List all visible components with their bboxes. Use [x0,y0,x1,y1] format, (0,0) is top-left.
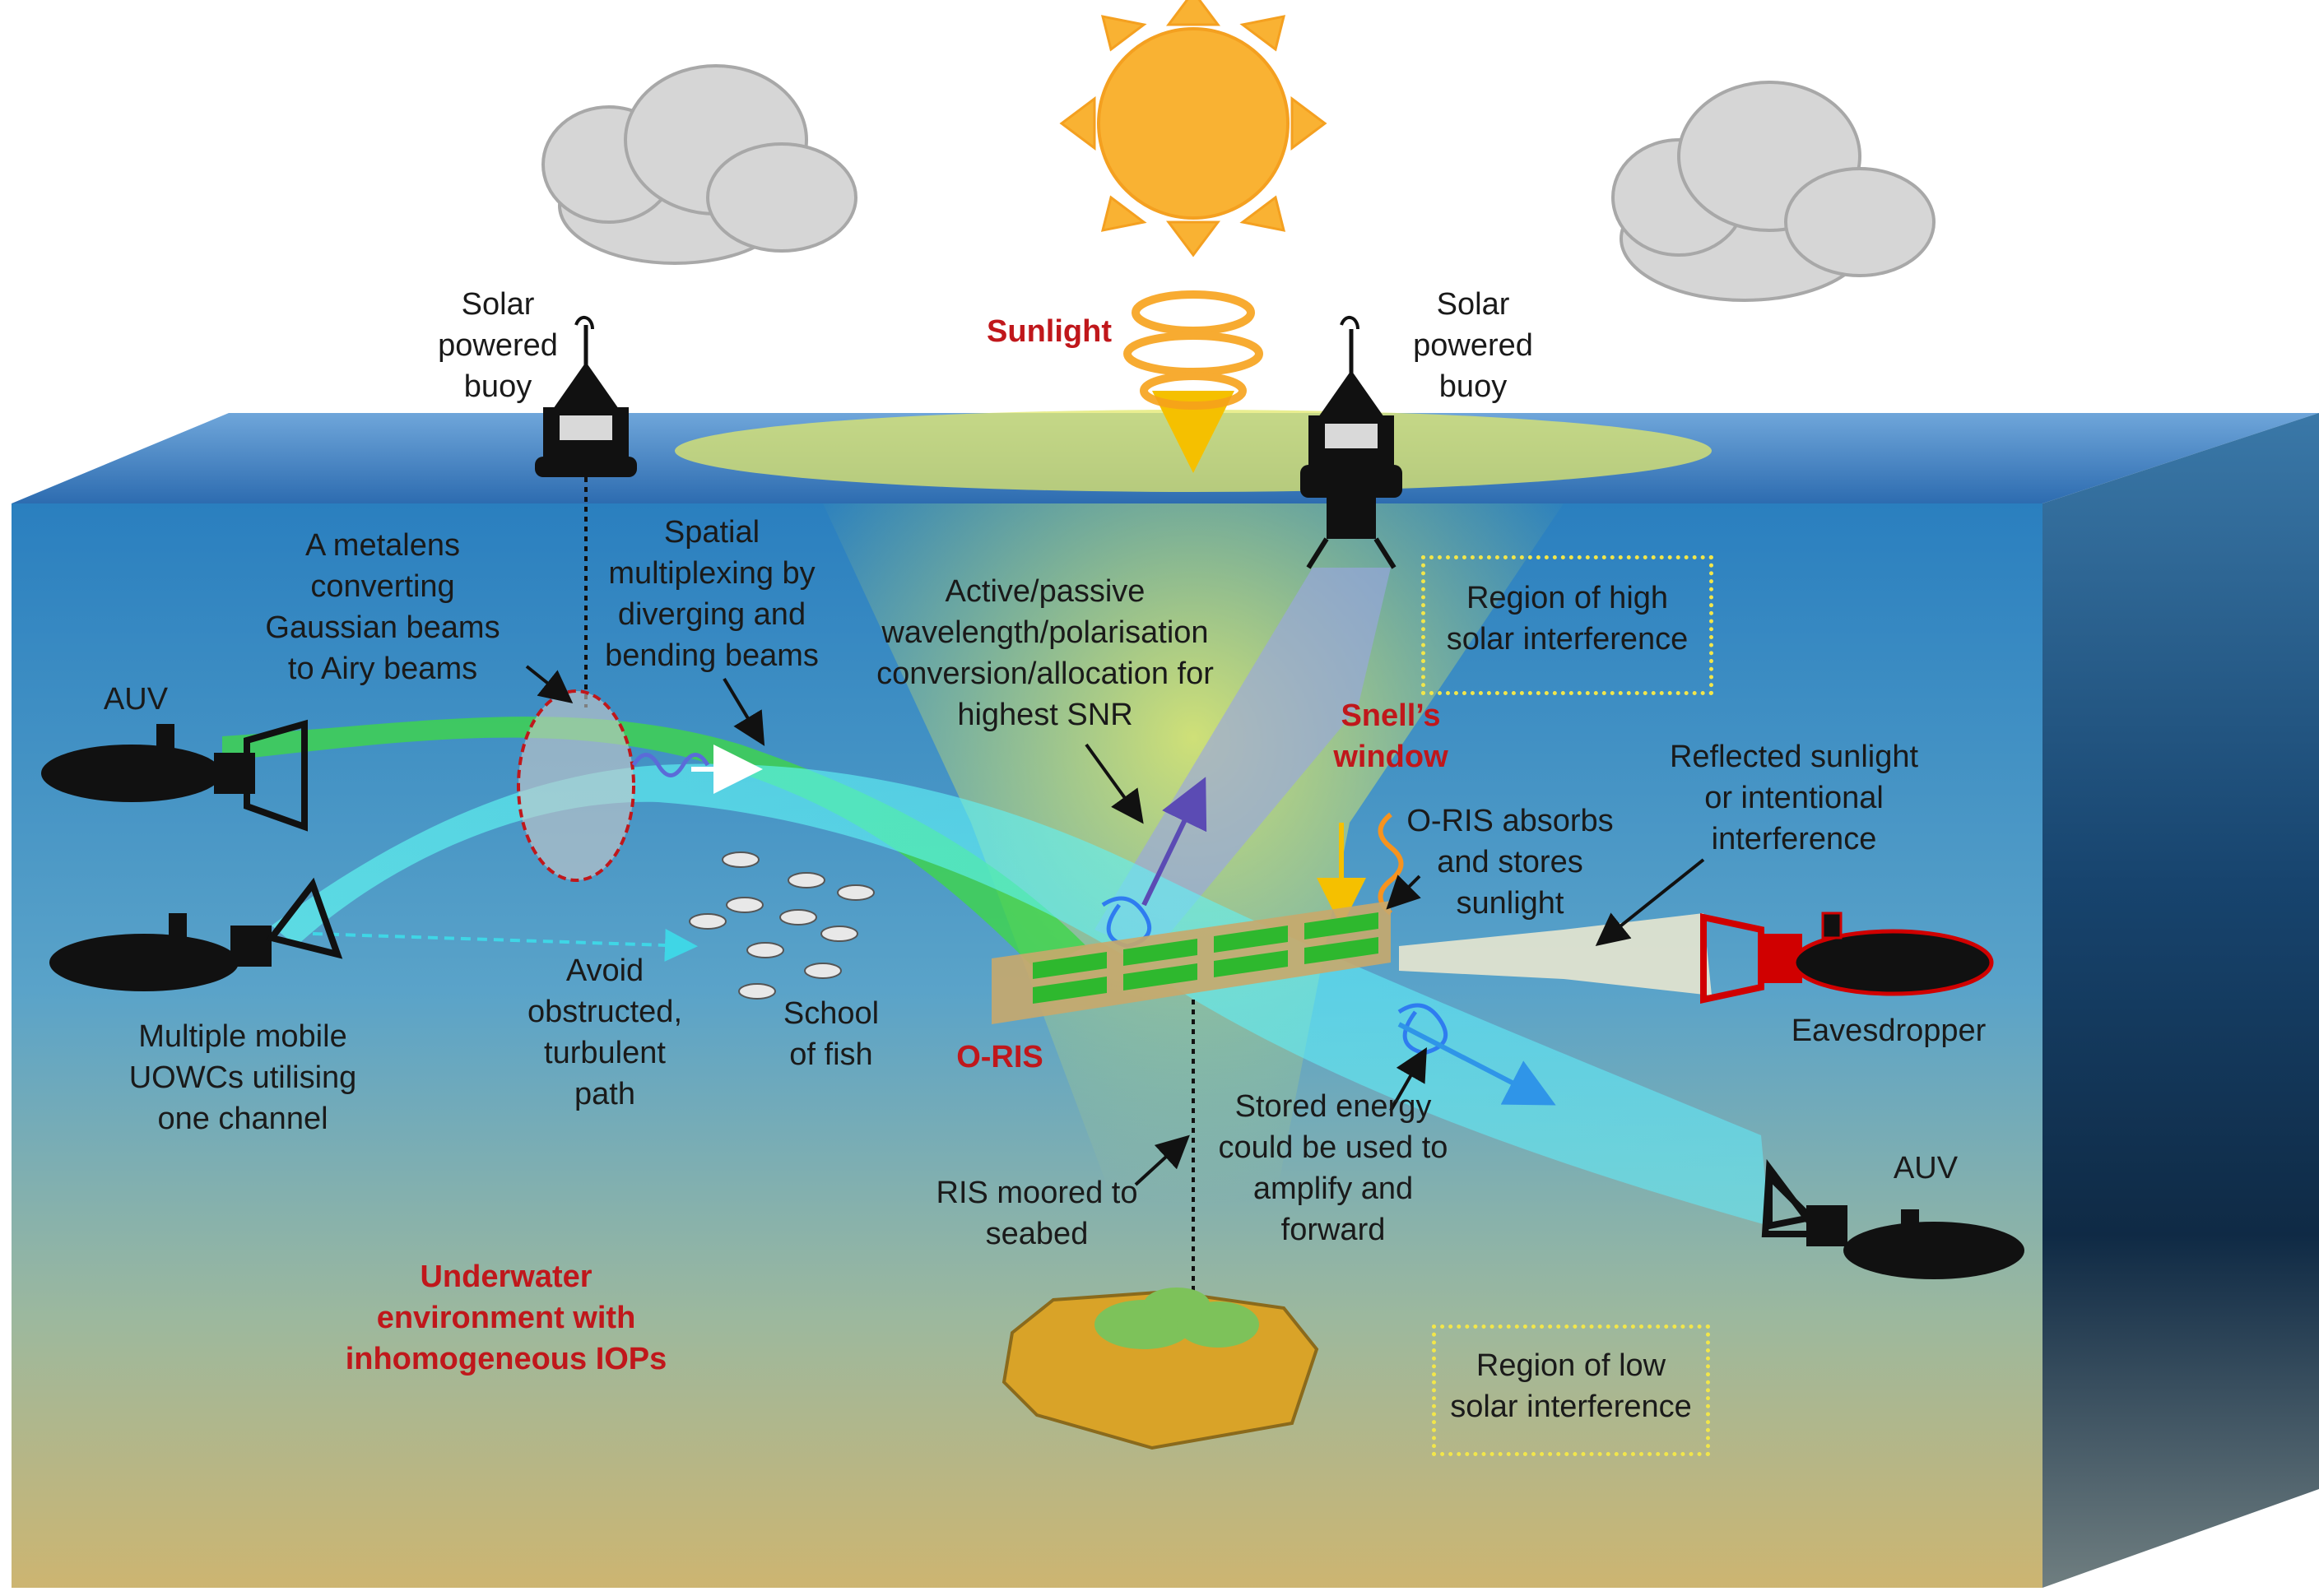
oris-panel [992,901,1391,1024]
conversion-up-arrow [1141,777,1207,907]
label-reflected: Reflected sunlight or intentional interf… [1669,740,1919,856]
label-multiple-uowcs: Multiple mobile UOWCs utilising one chan… [128,1019,357,1136]
auv-right-icon [1761,1158,2024,1279]
eavesdropper-auv-icon [1700,912,1994,1004]
region-low-solar-interference: Region of low solar interference [1432,1325,1710,1456]
stored-pointer [1389,1047,1427,1111]
label-eavesdropper: Eavesdropper [1791,1014,1987,1048]
buoy-right-icon [1300,316,1402,569]
moored-pointer [1134,1134,1190,1186]
forward-arrow [1397,1022,1556,1106]
avoid-path-arrow [312,928,698,962]
oris-spiral-icon [1101,896,1152,949]
buoy-left-icon [535,316,637,708]
reflected-pointer [1595,858,1705,946]
conversion-pointer [1085,743,1144,824]
stored-energy-spiral-icon [1397,1003,1448,1055]
cloud-right-icon [1611,81,1936,302]
auv-upper-left-icon [41,719,308,832]
label-buoy-left: Solar powered buoy [438,287,558,404]
sun-icon [1059,0,1327,257]
cloud-left-icon [541,64,857,265]
label-underwater-environment: Underwater environment with inhomogeneou… [345,1260,667,1376]
cyan-beam [272,763,1769,1226]
water-side-face [2042,413,2319,1588]
fish-school-icon [689,851,875,1000]
label-oris: O-RIS [956,1040,1043,1074]
label-auv-right: AUV [1893,1151,1959,1185]
label-moored: RIS moored to seabed [936,1176,1138,1251]
metalens [517,689,635,882]
absorb-spiral-icon [1378,812,1404,916]
label-metalens: A metalens converting Gaussian beams to … [265,528,500,686]
label-absorbs: O-RIS absorbs and stores sunlight [1406,804,1614,921]
region-high-solar-interference: Region of high solar interference [1421,555,1713,695]
eavesdropper-beam [1399,913,1712,995]
label-school-of-fish: School of fish [783,996,880,1072]
label-snells-window: Snell’s window [1333,698,1448,774]
metalens-pointer [525,665,574,703]
absorb-pointer [1386,875,1421,910]
label-spatial: Spatial multiplexing by diverging and be… [605,515,819,673]
spatial-pointer [723,677,765,746]
label-buoy-right: Solar powered buoy [1413,287,1533,404]
seabed-rock [1001,1287,1319,1450]
label-sunlight: Sunlight [987,314,1112,349]
label-avoid-path: Avoid obstructed, turbulent path [527,953,682,1111]
label-conversion: Active/passive wavelength/polarisation c… [876,574,1214,732]
sunlight-spiral [1123,290,1263,410]
label-auv-left: AUV [103,682,169,717]
label-stored-energy: Stored energy could be used to amplify a… [1218,1089,1448,1247]
auv-lower-left-icon [49,877,343,991]
beam-wave-icon [631,753,710,777]
